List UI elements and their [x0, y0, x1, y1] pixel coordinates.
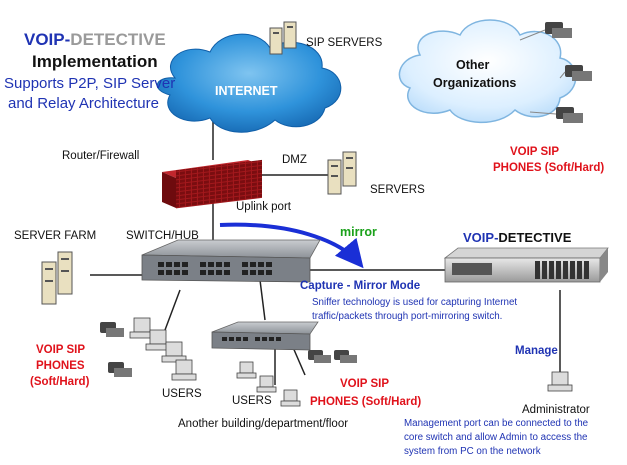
- server-farm-icon: [41, 251, 73, 305]
- server-farm-label: SERVER FARM: [14, 230, 97, 242]
- ip-phones-middle-icon: [308, 350, 357, 363]
- mgmt-desc-1: Management port can be connected to the: [404, 418, 589, 429]
- mid-phones-label-2: PHONES (Soft/Hard): [310, 396, 422, 408]
- sip-servers-label: SIP SERVERS: [306, 37, 383, 49]
- title-line2: and Relay Architecture: [8, 95, 159, 112]
- brand-title: VOIP-DETECTIVE: [24, 30, 166, 50]
- left-phones-label-1: VOIP SIP: [36, 344, 86, 356]
- title-heading: Implementation: [32, 52, 158, 71]
- dmz-servers-icon: [327, 151, 357, 195]
- mid-phones-label-1: VOIP SIP: [340, 378, 390, 390]
- left-phones-label-3: (Soft/Hard): [30, 376, 90, 388]
- other-organizations-cloud: [398, 19, 577, 124]
- right-phones-label-1: VOIP SIP: [510, 146, 560, 158]
- secondary-switch-icon: [211, 321, 319, 351]
- firewall-icon: [162, 159, 262, 209]
- mgmt-desc-3: system from PC on the network: [404, 446, 541, 457]
- brand-detective: DETECTIVE: [70, 30, 166, 49]
- dmz-label: DMZ: [282, 154, 307, 166]
- router-firewall-label: Router/Firewall: [62, 150, 140, 162]
- voip-detective-appliance-icon: [443, 247, 609, 283]
- another-building-label: Another building/department/floor: [178, 418, 349, 430]
- device-title: VOIP-DETECTIVE: [463, 230, 572, 246]
- ip-phones-left-icon: [100, 322, 132, 377]
- sip-servers-icon: [269, 21, 297, 55]
- users-computers-left-icon: [129, 317, 197, 381]
- main-switch-icon: [141, 239, 321, 283]
- uplink-port-label: Uplink port: [236, 201, 291, 213]
- capture-desc-2: traffic/packets through port-mirroring s…: [312, 311, 503, 322]
- internet-cloud: [157, 33, 342, 133]
- users-left-label: USERS: [162, 388, 202, 400]
- administrator-label: Administrator: [522, 404, 590, 416]
- administrator-pc-icon: [547, 371, 573, 392]
- other-orgs-label-2: Organizations: [433, 76, 517, 90]
- other-orgs-label-1: Other: [456, 58, 490, 72]
- capture-mode-label: Capture - Mirror Mode: [300, 280, 421, 292]
- users-middle-label: USERS: [232, 395, 272, 407]
- manage-label: Manage: [515, 345, 558, 357]
- internet-label: INTERNET: [215, 84, 278, 98]
- mirror-arrow: [219, 222, 364, 269]
- mirror-label: mirror: [340, 225, 377, 239]
- device-detective: DETECTIVE: [498, 230, 572, 245]
- users-computers-middle-icon: [236, 361, 301, 407]
- title-line1: Supports P2P, SIP Server: [4, 75, 176, 92]
- mgmt-desc-2: core switch and allow Admin to access th…: [404, 432, 588, 443]
- switch-hub-label: SWITCH/HUB: [126, 230, 199, 242]
- ip-phones-right-icon: [545, 22, 592, 123]
- left-phones-label-2: PHONES: [36, 360, 85, 372]
- servers-label: SERVERS: [370, 184, 425, 196]
- capture-desc-1: Sniffer technology is used for capturing…: [312, 297, 518, 308]
- device-voip: VOIP-: [463, 230, 499, 245]
- brand-voip: VOIP-: [24, 30, 71, 49]
- right-phones-label-2: PHONES (Soft/Hard): [493, 162, 605, 174]
